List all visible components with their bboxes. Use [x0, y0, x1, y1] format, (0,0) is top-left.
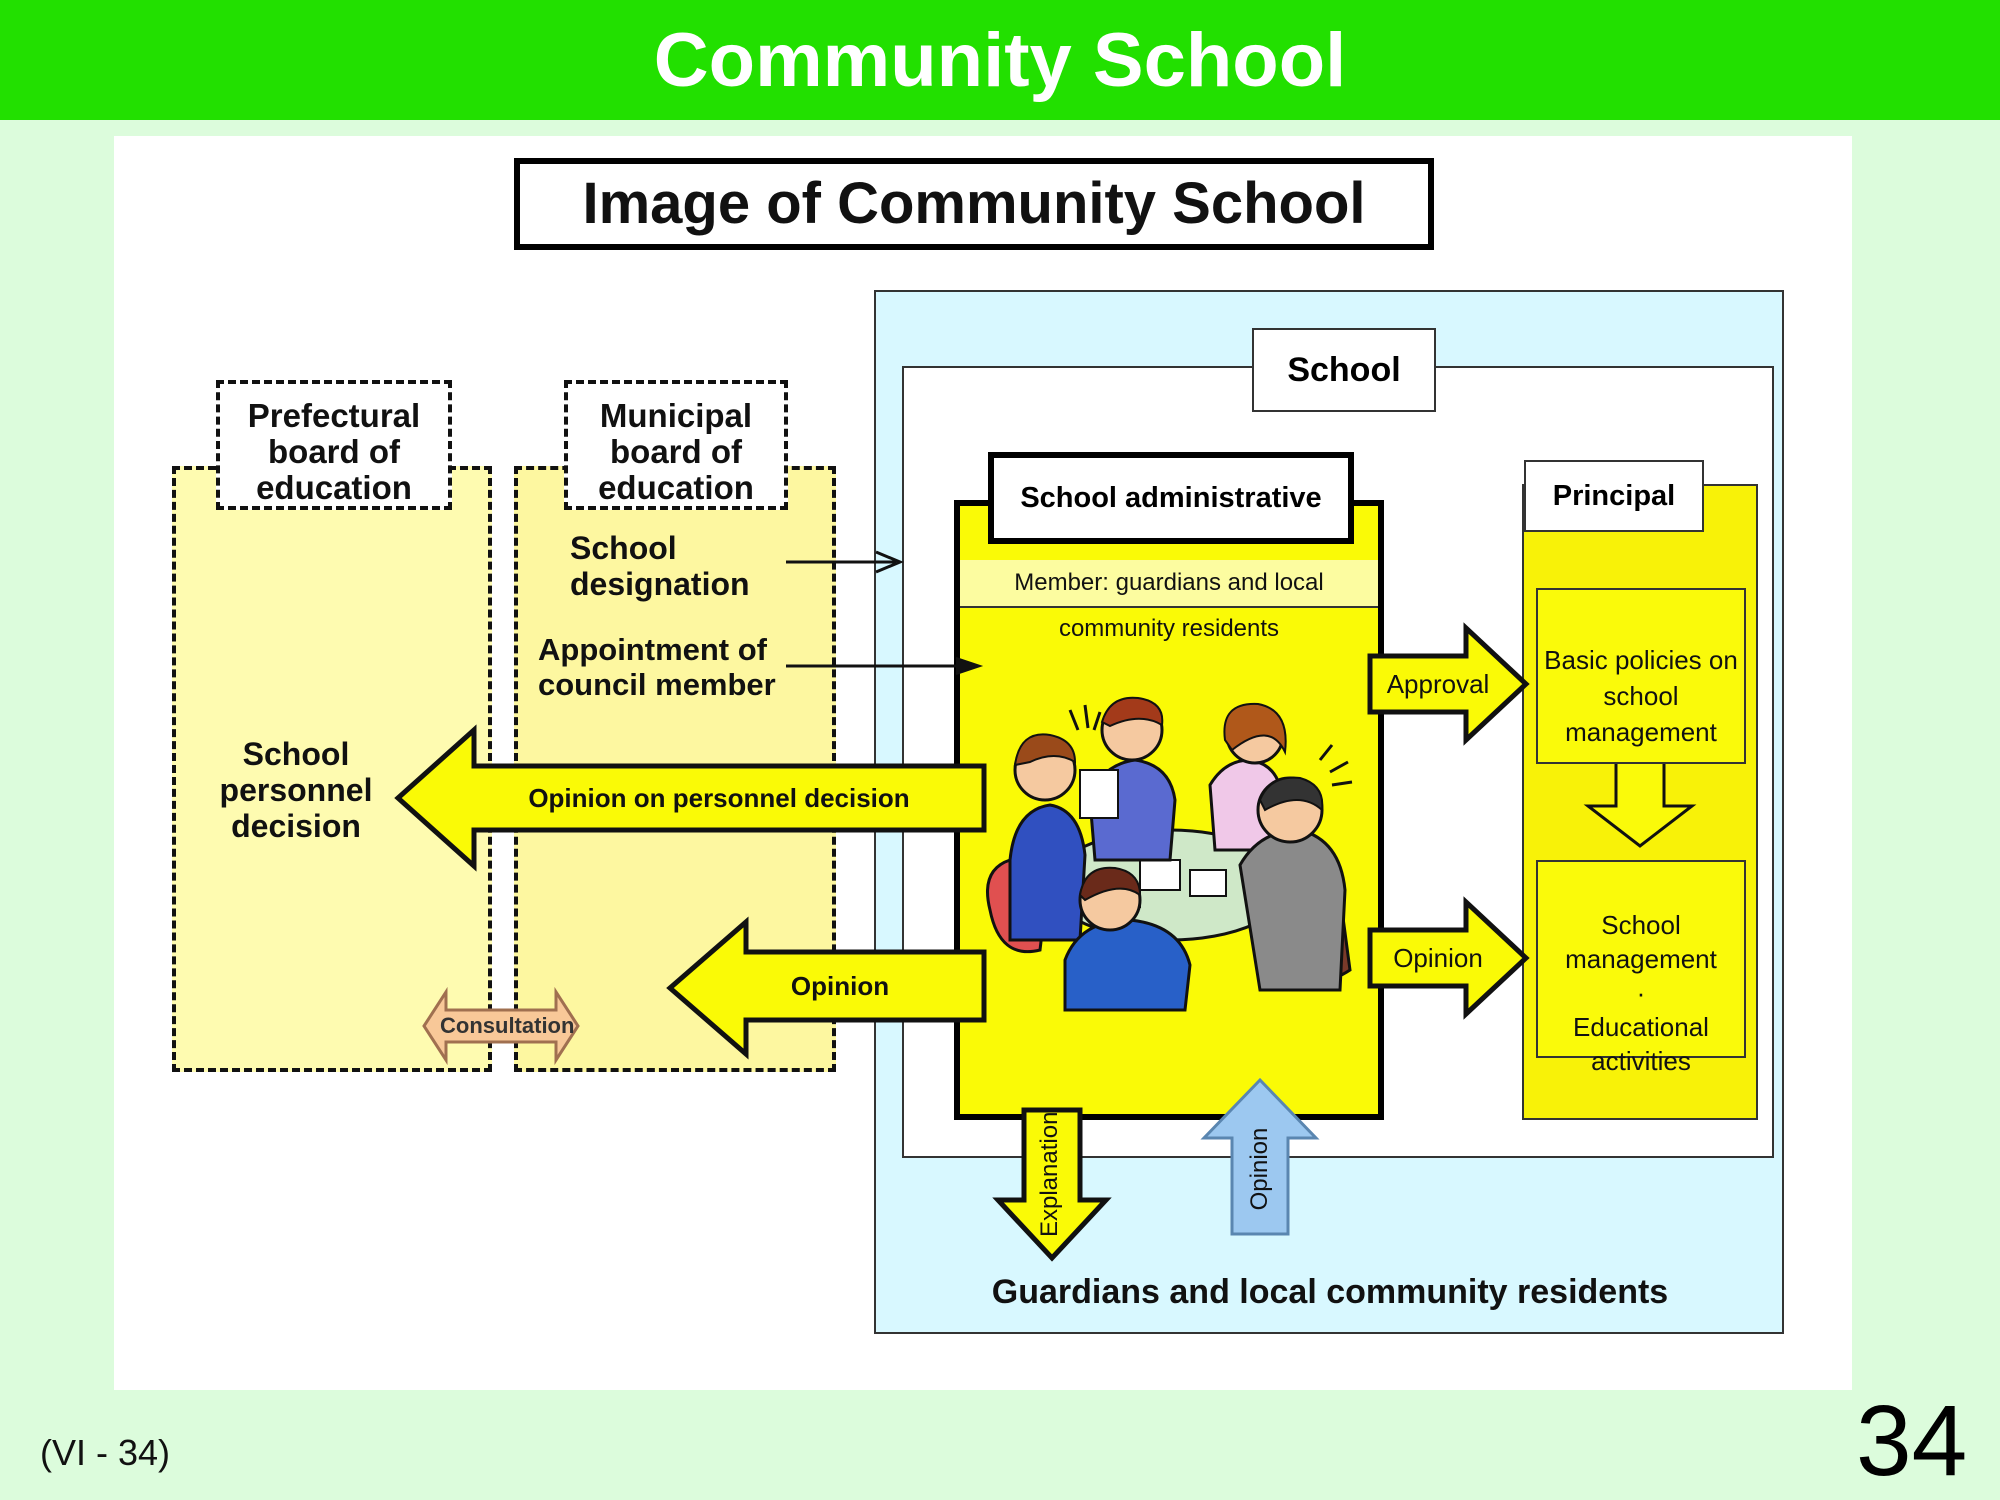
emphasis-lines — [1068, 704, 1102, 731]
meeting-illustration — [986, 696, 1353, 1012]
prefectural-label-line: board of — [268, 433, 400, 470]
person-right-hair — [1223, 702, 1287, 756]
designation-line: School — [570, 530, 677, 566]
slide-code: (VI - 34) — [40, 1432, 171, 1473]
document — [1189, 869, 1227, 897]
school-management-box: School management · Educational activiti… — [1536, 860, 1746, 1076]
page-number: 34 — [1856, 1385, 1968, 1497]
policies-line: school management — [1565, 681, 1717, 747]
basic-policies-box: Basic policies on school management — [1536, 588, 1746, 764]
appointment-of-council-member: Appointment of council member — [538, 632, 776, 702]
council-member-note: Member: guardians and local community re… — [960, 560, 1378, 642]
diagram-title: Image of Community School — [582, 171, 1366, 236]
person-left-body — [1008, 803, 1087, 942]
prefectural-board-label: Prefectural board of education — [216, 380, 452, 510]
policies-line: Basic policies on — [1544, 645, 1738, 675]
person-front-hair — [1078, 866, 1142, 902]
municipal-label-line: board of — [610, 433, 742, 470]
prefectural-label-line: Prefectural — [247, 397, 421, 434]
school-label: School — [1252, 328, 1436, 412]
policies-down-arrow — [1583, 764, 1697, 848]
management-line: Educational activities — [1573, 1012, 1709, 1076]
school-designation: School designation — [570, 530, 750, 602]
explanation-label: Explanation — [1036, 1111, 1063, 1237]
opinion-personnel-label: Opinion on personnel decision — [528, 783, 910, 813]
opinion-left-label: Opinion — [790, 971, 890, 1001]
person-far-right-hair — [1258, 776, 1324, 813]
person-center-hair — [1100, 696, 1164, 728]
diagram-title-box — [514, 158, 1434, 250]
designation-arrowhead — [875, 550, 904, 574]
principal-label: Principal — [1524, 460, 1704, 532]
appointment-line: Appointment of — [538, 632, 768, 667]
decision-line: School — [242, 736, 350, 772]
person-front-body — [1063, 918, 1192, 1012]
prefectural-label-line: education — [256, 469, 412, 506]
municipal-board-label: Municipal board of education — [564, 380, 788, 510]
title-banner — [0, 0, 2000, 120]
consultation-arrow — [422, 986, 580, 1066]
appointment-line: council member — [538, 667, 776, 702]
opinion-left-arrow — [666, 916, 987, 1060]
municipal-label-line: education — [598, 469, 754, 506]
emphasis-lines — [1318, 744, 1353, 787]
opinion-personnel-arrow — [394, 724, 987, 872]
designation-line: designation — [570, 566, 750, 602]
banner-title: Community School — [653, 18, 1347, 103]
person-left-hair — [1013, 733, 1077, 767]
opinion-up-arrow — [1200, 1077, 1320, 1236]
guardians-label: Guardians and local community residents — [991, 1273, 1669, 1311]
approval-label: Approval — [1386, 669, 1490, 699]
school-personnel-decision: School personnel decision — [206, 736, 386, 844]
opinion-up-label: Opinion — [1246, 1127, 1273, 1211]
approval-arrow — [1367, 622, 1530, 746]
consultation-label: Consultation — [440, 1013, 575, 1038]
opinion-right-arrow — [1367, 896, 1530, 1020]
decision-line: decision — [231, 808, 361, 844]
appointment-arrowhead — [955, 657, 984, 675]
explanation-arrow — [992, 1107, 1112, 1262]
paper-sheet — [1079, 769, 1119, 819]
management-line: · — [1636, 978, 1646, 1008]
decision-line: personnel — [219, 772, 373, 808]
opinion-right-label: Opinion — [1393, 943, 1483, 973]
municipal-label-line: Municipal — [599, 397, 753, 434]
management-line: School management — [1565, 910, 1717, 974]
